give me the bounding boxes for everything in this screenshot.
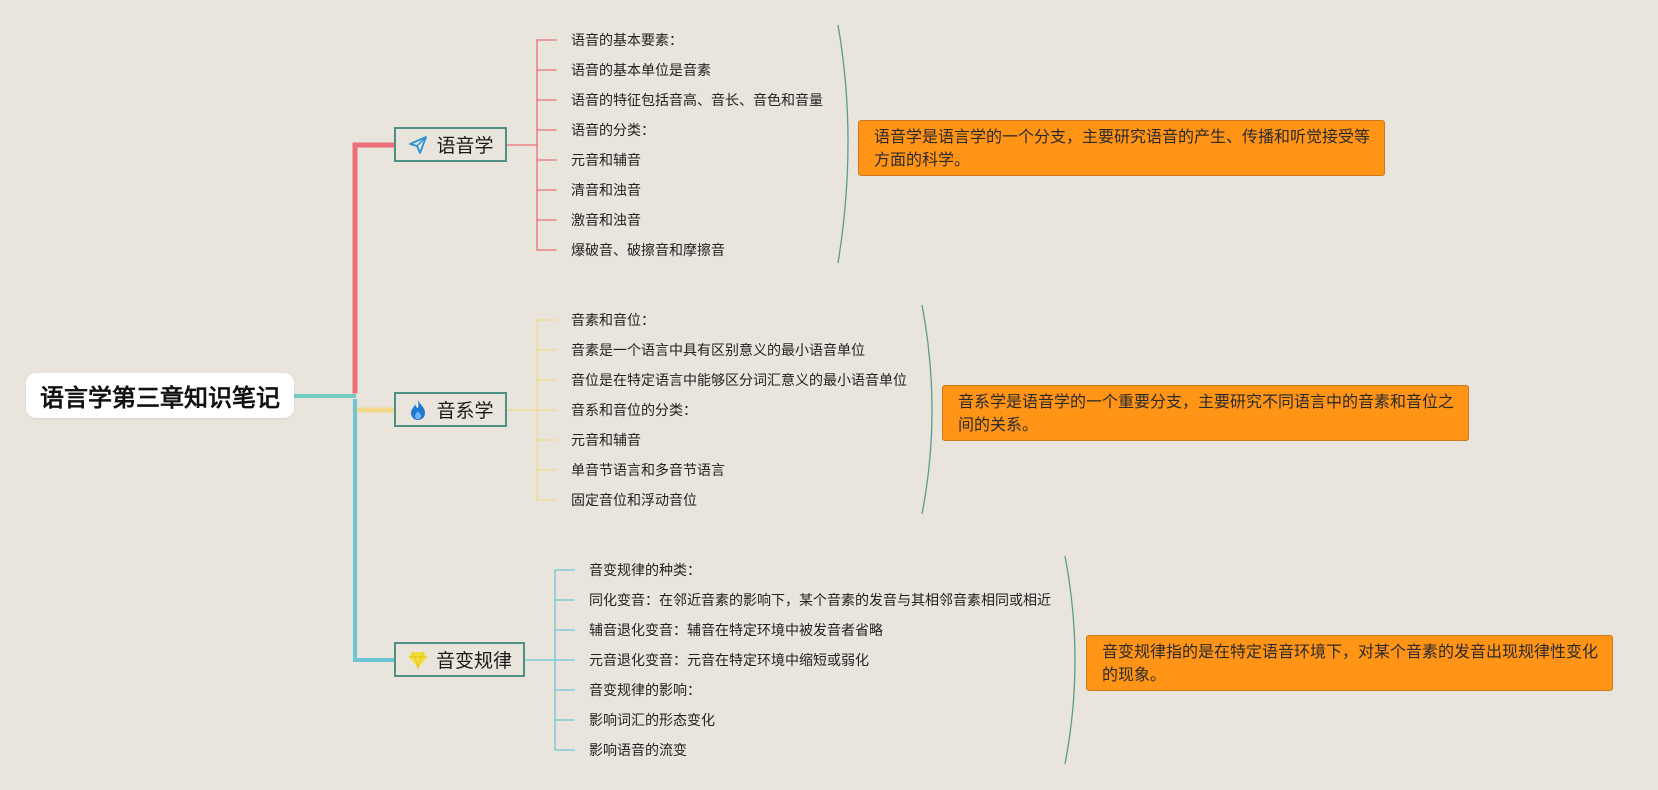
leaf-item[interactable]: 语音的基本单位是音素	[571, 63, 711, 79]
leaf-item[interactable]: 音素是一个语言中具有区别意义的最小语音单位	[571, 343, 865, 359]
branch-label: 音系学	[436, 400, 494, 422]
branch-label: 音变规律	[435, 650, 512, 672]
summary-note[interactable]: 语音学是语言学的一个分支，主要研究语音的产生、传播和听觉接受等方面的科学。	[858, 120, 1385, 176]
leaf-item[interactable]: 固定音位和浮动音位	[571, 493, 697, 509]
leaf-item[interactable]: 音位是在特定语言中能够区分词汇意义的最小语音单位	[571, 373, 907, 389]
leaf-item[interactable]: 激音和浊音	[571, 213, 641, 229]
fire-icon	[407, 399, 429, 421]
summary-text: 语音学是语言学的一个分支，主要研究语音的产生、传播和听觉接受等方面的科学。	[874, 127, 1371, 169]
leaf-item[interactable]: 语音的基本要素：	[571, 33, 683, 49]
leaf-item[interactable]: 音变规律的种类：	[589, 563, 701, 579]
leaf-item[interactable]: 语音的分类：	[571, 123, 655, 139]
leaf-item[interactable]: 元音和辅音	[571, 433, 641, 449]
summary-brace	[921, 304, 933, 515]
branch-phonology[interactable]: 音系学	[394, 392, 507, 427]
leaf-item[interactable]: 语音的特征包括音高、音长、音色和音量	[571, 93, 823, 109]
leaf-item[interactable]: 元音退化变音：元音在特定环境中缩短或弱化	[589, 653, 869, 669]
summary-note[interactable]: 音系学是语音学的一个重要分支，主要研究不同语言中的音素和音位之间的关系。	[942, 385, 1469, 441]
summary-text: 音系学是语音学的一个重要分支，主要研究不同语言中的音素和音位之间的关系。	[958, 392, 1455, 434]
leaf-item[interactable]: 元音和辅音	[571, 153, 641, 169]
root-title: 语言学第三章知识笔记	[40, 384, 280, 412]
summary-note[interactable]: 音变规律指的是在特定语音环境下，对某个音素的发音出现规律性变化的现象。	[1086, 635, 1613, 691]
root-topic[interactable]: 语言学第三章知识笔记	[26, 373, 294, 418]
leaf-item[interactable]: 单音节语言和多音节语言	[571, 463, 725, 479]
leaf-item[interactable]: 音变规律的影响：	[589, 683, 701, 699]
leaf-item[interactable]: 音素和音位：	[571, 313, 655, 329]
summary-brace	[1064, 555, 1076, 765]
leaf-item[interactable]: 影响词汇的形态变化	[589, 713, 715, 729]
leaf-item[interactable]: 辅音退化变音：辅音在特定环境中被发音者省略	[589, 623, 883, 639]
paper-plane-icon	[407, 134, 429, 156]
summary-text: 音变规律指的是在特定语音环境下，对某个音素的发音出现规律性变化的现象。	[1102, 642, 1599, 684]
branch-label: 语音学	[436, 135, 494, 157]
leaf-item[interactable]: 清音和浊音	[571, 183, 641, 199]
leaf-item[interactable]: 影响语音的流变	[589, 743, 687, 759]
summary-brace	[837, 24, 849, 264]
leaf-item[interactable]: 爆破音、破擦音和摩擦音	[571, 243, 725, 259]
leaf-item[interactable]: 同化变音：在邻近音素的影响下，某个音素的发音与其相邻音素相同或相近	[589, 593, 1051, 609]
branch-phonetics[interactable]: 语音学	[394, 127, 507, 162]
branch-sound-change[interactable]: 音变规律	[394, 642, 525, 677]
gem-icon	[407, 649, 429, 671]
leaf-item[interactable]: 音系和音位的分类：	[571, 403, 697, 419]
